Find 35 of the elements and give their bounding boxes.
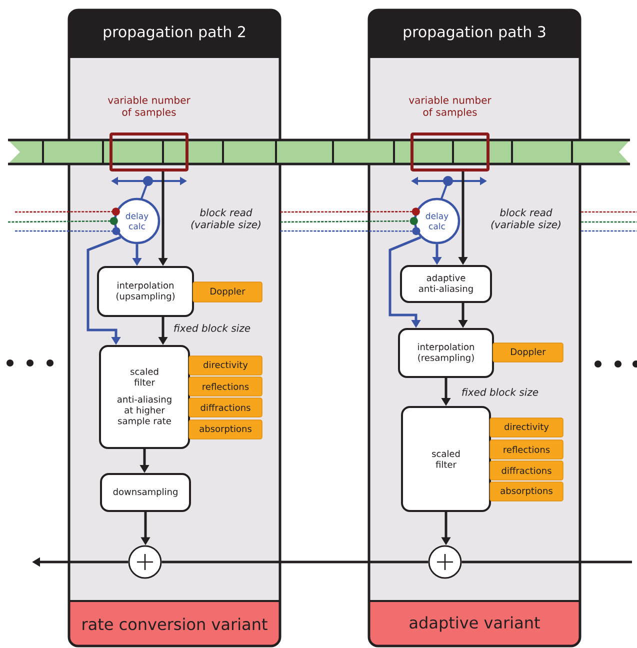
signal-line (15, 208, 120, 216)
parameter-tag: reflections (490, 440, 564, 460)
parameter-tag: absorptions (188, 420, 262, 440)
edge-label: fixed block size (460, 387, 540, 397)
sample-buffer-bar (8, 138, 630, 166)
parameter-tag: absorptions (490, 482, 564, 502)
parameter-tag: diffractions (490, 460, 564, 480)
parameter-tag: directivity (490, 418, 564, 438)
signal-line (280, 227, 420, 236)
panel-header: propagation path 2 (69, 10, 280, 57)
process-box: adaptive anti-aliasing (400, 265, 492, 303)
parameter-tag: reflections (188, 376, 262, 396)
signal-line (8, 217, 118, 225)
parameter-tag: Doppler (192, 282, 262, 302)
signal-line (280, 208, 420, 216)
summing-junction (428, 545, 462, 579)
process-box: scaled filter anti-aliasing at higher sample rate (99, 345, 190, 449)
process-box: scaled filter (401, 406, 491, 512)
edge-label: block read (variable size) (187, 208, 265, 230)
edge-label: fixed block size (172, 323, 252, 333)
process-box: interpolation (upsampling) (97, 266, 194, 317)
panel-header: propagation path 3 (369, 10, 580, 57)
window-caption: variable number of samples (408, 96, 492, 118)
edge-label: block read (variable size) (487, 208, 565, 230)
parameter-tag: Doppler (492, 342, 564, 362)
summing-junction (128, 545, 162, 579)
process-box: interpolation (resampling) (398, 328, 494, 378)
process-box: downsampling (100, 473, 191, 512)
panel-footer: rate conversion variant (69, 601, 280, 646)
parameter-tag: directivity (188, 356, 262, 376)
window-caption: variable number of samples (108, 96, 190, 118)
signal-line (15, 227, 120, 236)
panel-footer: adaptive variant (369, 601, 580, 646)
parameter-tag: diffractions (188, 398, 262, 418)
signal-line (280, 217, 418, 225)
